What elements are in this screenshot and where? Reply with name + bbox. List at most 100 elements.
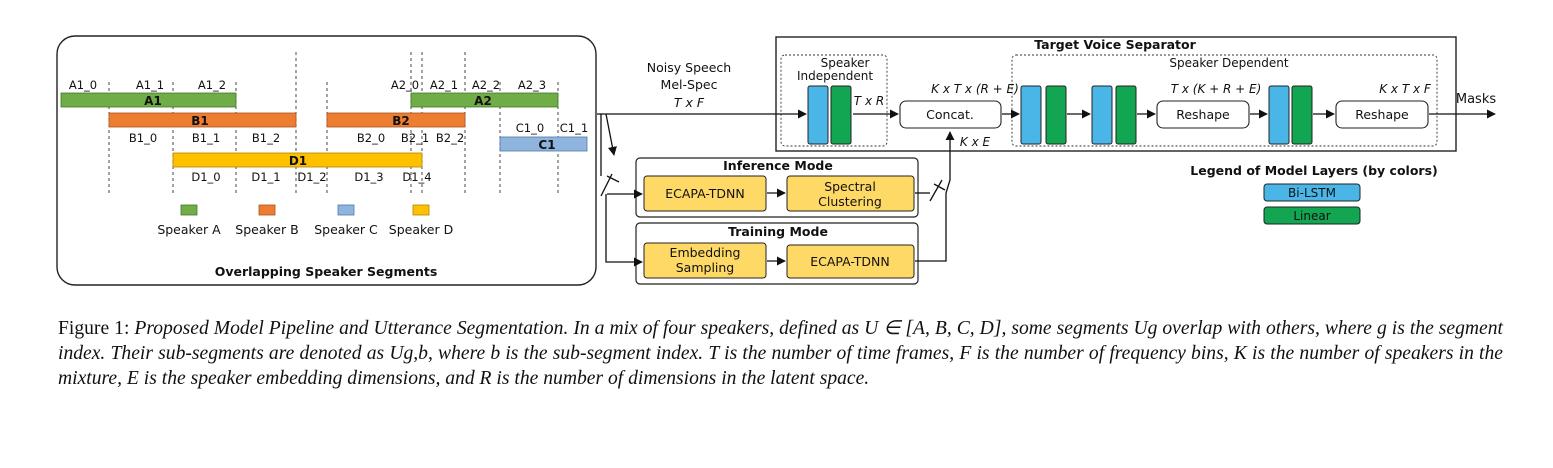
- label-d1-0: D1_0: [191, 170, 220, 184]
- bar-b1: [108, 112, 297, 128]
- switch-right: [929, 179, 943, 202]
- sub-segment-labels: A1_0 A1_1 A1_2 A2_0 A2_1 A2_2 A2_3 B1_0 …: [69, 78, 588, 184]
- reshape1-output-dims: T x (K + R + E): [1171, 82, 1262, 96]
- label-c1-0: C1_0: [516, 121, 544, 135]
- inference-ecapa-box: [643, 175, 767, 212]
- linear-layer-4: [1291, 85, 1313, 145]
- arrow-to-embedding-sampling: [605, 194, 643, 267]
- speaker-legend: Speaker A Speaker B Speaker C Speaker D: [157, 204, 453, 237]
- caption-label: Figure 1:: [58, 318, 130, 339]
- linear-layer-3: [1115, 85, 1137, 145]
- bar-a2: [410, 92, 559, 108]
- layer-legend-title: Legend of Model Layers (by colors): [1190, 163, 1437, 178]
- bilstm-layer-2: [1020, 85, 1042, 145]
- legend-swatch-c: [337, 204, 355, 216]
- caption-text: Proposed Model Pipeline and Utterance Se…: [58, 318, 1503, 389]
- reshape2-output-dims: K x T x F: [1379, 82, 1432, 96]
- label-d1-2: D1_2: [297, 170, 326, 184]
- segments-panel-title: Overlapping Speaker Segments: [215, 264, 438, 279]
- training-mode-title: Training Mode: [728, 224, 828, 239]
- legend-linear-label: Linear: [1293, 209, 1330, 223]
- masks-output-label: Masks: [1456, 92, 1496, 107]
- legend-label-b: Speaker B: [235, 222, 298, 237]
- inference-ecapa-label: ECAPA-TDNN: [665, 186, 745, 201]
- label-a2-2: A2_2: [472, 78, 500, 92]
- label-a2-0: A2_0: [391, 78, 419, 92]
- bar-c1-label: C1: [538, 138, 555, 152]
- legend-label-a: Speaker A: [157, 222, 221, 237]
- bar-d1: [172, 152, 423, 168]
- legend-swatch-a: [180, 204, 198, 216]
- bar-b2: [326, 112, 466, 128]
- reshape-box-1: [1156, 100, 1250, 129]
- reshape-box-2: [1335, 100, 1429, 129]
- label-a1-2: A1_2: [198, 78, 226, 92]
- arrow-embedding-to-concat: [945, 131, 955, 194]
- figure-caption: Figure 1: Proposed Model Pipeline and Ut…: [58, 316, 1503, 391]
- speaker-independent-line2: Independent: [797, 69, 873, 83]
- legend-bilstm-swatch: [1263, 183, 1361, 202]
- embedding-sampling-line1: Embedding: [670, 245, 741, 260]
- linear-layer-2: [1045, 85, 1067, 145]
- legend-swatch-d: [412, 204, 430, 216]
- label-b2-2: B2_2: [436, 131, 464, 145]
- kxe-label: K x E: [960, 135, 991, 149]
- bar-b2-label: B2: [392, 114, 410, 128]
- label-d1-1: D1_1: [251, 170, 280, 184]
- label-a1-0: A1_0: [69, 78, 97, 92]
- speaker-dependent-box: [1011, 54, 1438, 147]
- line-training-out: [915, 193, 947, 262]
- legend-bilstm-label: Bi-LSTM: [1288, 186, 1336, 200]
- concat-box: [899, 100, 1002, 129]
- bilstm-layer-1: [807, 85, 829, 145]
- bar-a2-label: A2: [474, 94, 492, 108]
- legend-linear-swatch: [1263, 206, 1361, 225]
- label-d1-4: D1_4: [402, 170, 431, 184]
- linear-layer-1: [830, 85, 852, 145]
- training-ecapa-label: ECAPA-TDNN: [810, 254, 890, 269]
- speaker-independent-line1: Speaker: [821, 56, 870, 70]
- input-label-line2: Mel-Spec: [661, 77, 718, 92]
- spectral-clustering-line1: Spectral: [824, 179, 876, 194]
- label-d1-3: D1_3: [354, 170, 383, 184]
- bar-c1: [499, 136, 588, 152]
- speaker-dependent-label: Speaker Dependent: [1169, 56, 1288, 70]
- speaker-independent-box: [780, 54, 888, 147]
- label-c1-1: C1_1: [560, 121, 588, 135]
- input-dims: T x F: [674, 95, 705, 110]
- legend-swatch-b: [258, 204, 276, 216]
- bar-d1-label: D1: [289, 154, 307, 168]
- legend-label-c: Speaker C: [314, 222, 378, 237]
- inference-mode-title: Inference Mode: [723, 158, 833, 173]
- bilstm-layer-3: [1091, 85, 1113, 145]
- legend-label-d: Speaker D: [389, 222, 453, 237]
- training-ecapa-box: [786, 244, 915, 279]
- bar-a1-label: A1: [144, 94, 162, 108]
- spectral-clustering-line2: Clustering: [818, 194, 882, 209]
- switch-left-tick: [606, 175, 620, 183]
- label-b2-0: B2_0: [357, 131, 385, 145]
- label-a2-1: A2_1: [430, 78, 458, 92]
- separator-title: Target Voice Separator: [1034, 37, 1196, 52]
- reshape-label-2: Reshape: [1355, 107, 1409, 122]
- pipeline-diagram: A1 A2 B1 B2 C1 D1 A1_0 A1_1 A1_2 A2_0 A2…: [56, 35, 1496, 286]
- label-b1-0: B1_0: [129, 131, 157, 145]
- label-b1-2: B1_2: [252, 131, 280, 145]
- bilstm-layer-4: [1268, 85, 1290, 145]
- label-a1-1: A1_1: [136, 78, 164, 92]
- label-b2-1: B2_1: [401, 131, 429, 145]
- label-a2-3: A2_3: [518, 78, 546, 92]
- switch-right-tick: [933, 183, 946, 191]
- spectral-clustering-box: [786, 175, 915, 212]
- bar-a1: [60, 92, 237, 108]
- input-label-line1: Noisy Speech: [647, 60, 731, 75]
- reshape-label-1: Reshape: [1176, 107, 1230, 122]
- bar-b1-label: B1: [191, 114, 209, 128]
- concat-label: Concat.: [926, 107, 974, 122]
- embedding-sampling-box: [643, 242, 767, 279]
- label-b1-1: B1_1: [192, 131, 220, 145]
- concat-output-dims: K x T x (R + E): [931, 82, 1019, 96]
- arrow-to-ecapa-upper: [605, 113, 617, 156]
- txr-label: T x R: [854, 94, 884, 108]
- embedding-sampling-line2: Sampling: [676, 260, 735, 275]
